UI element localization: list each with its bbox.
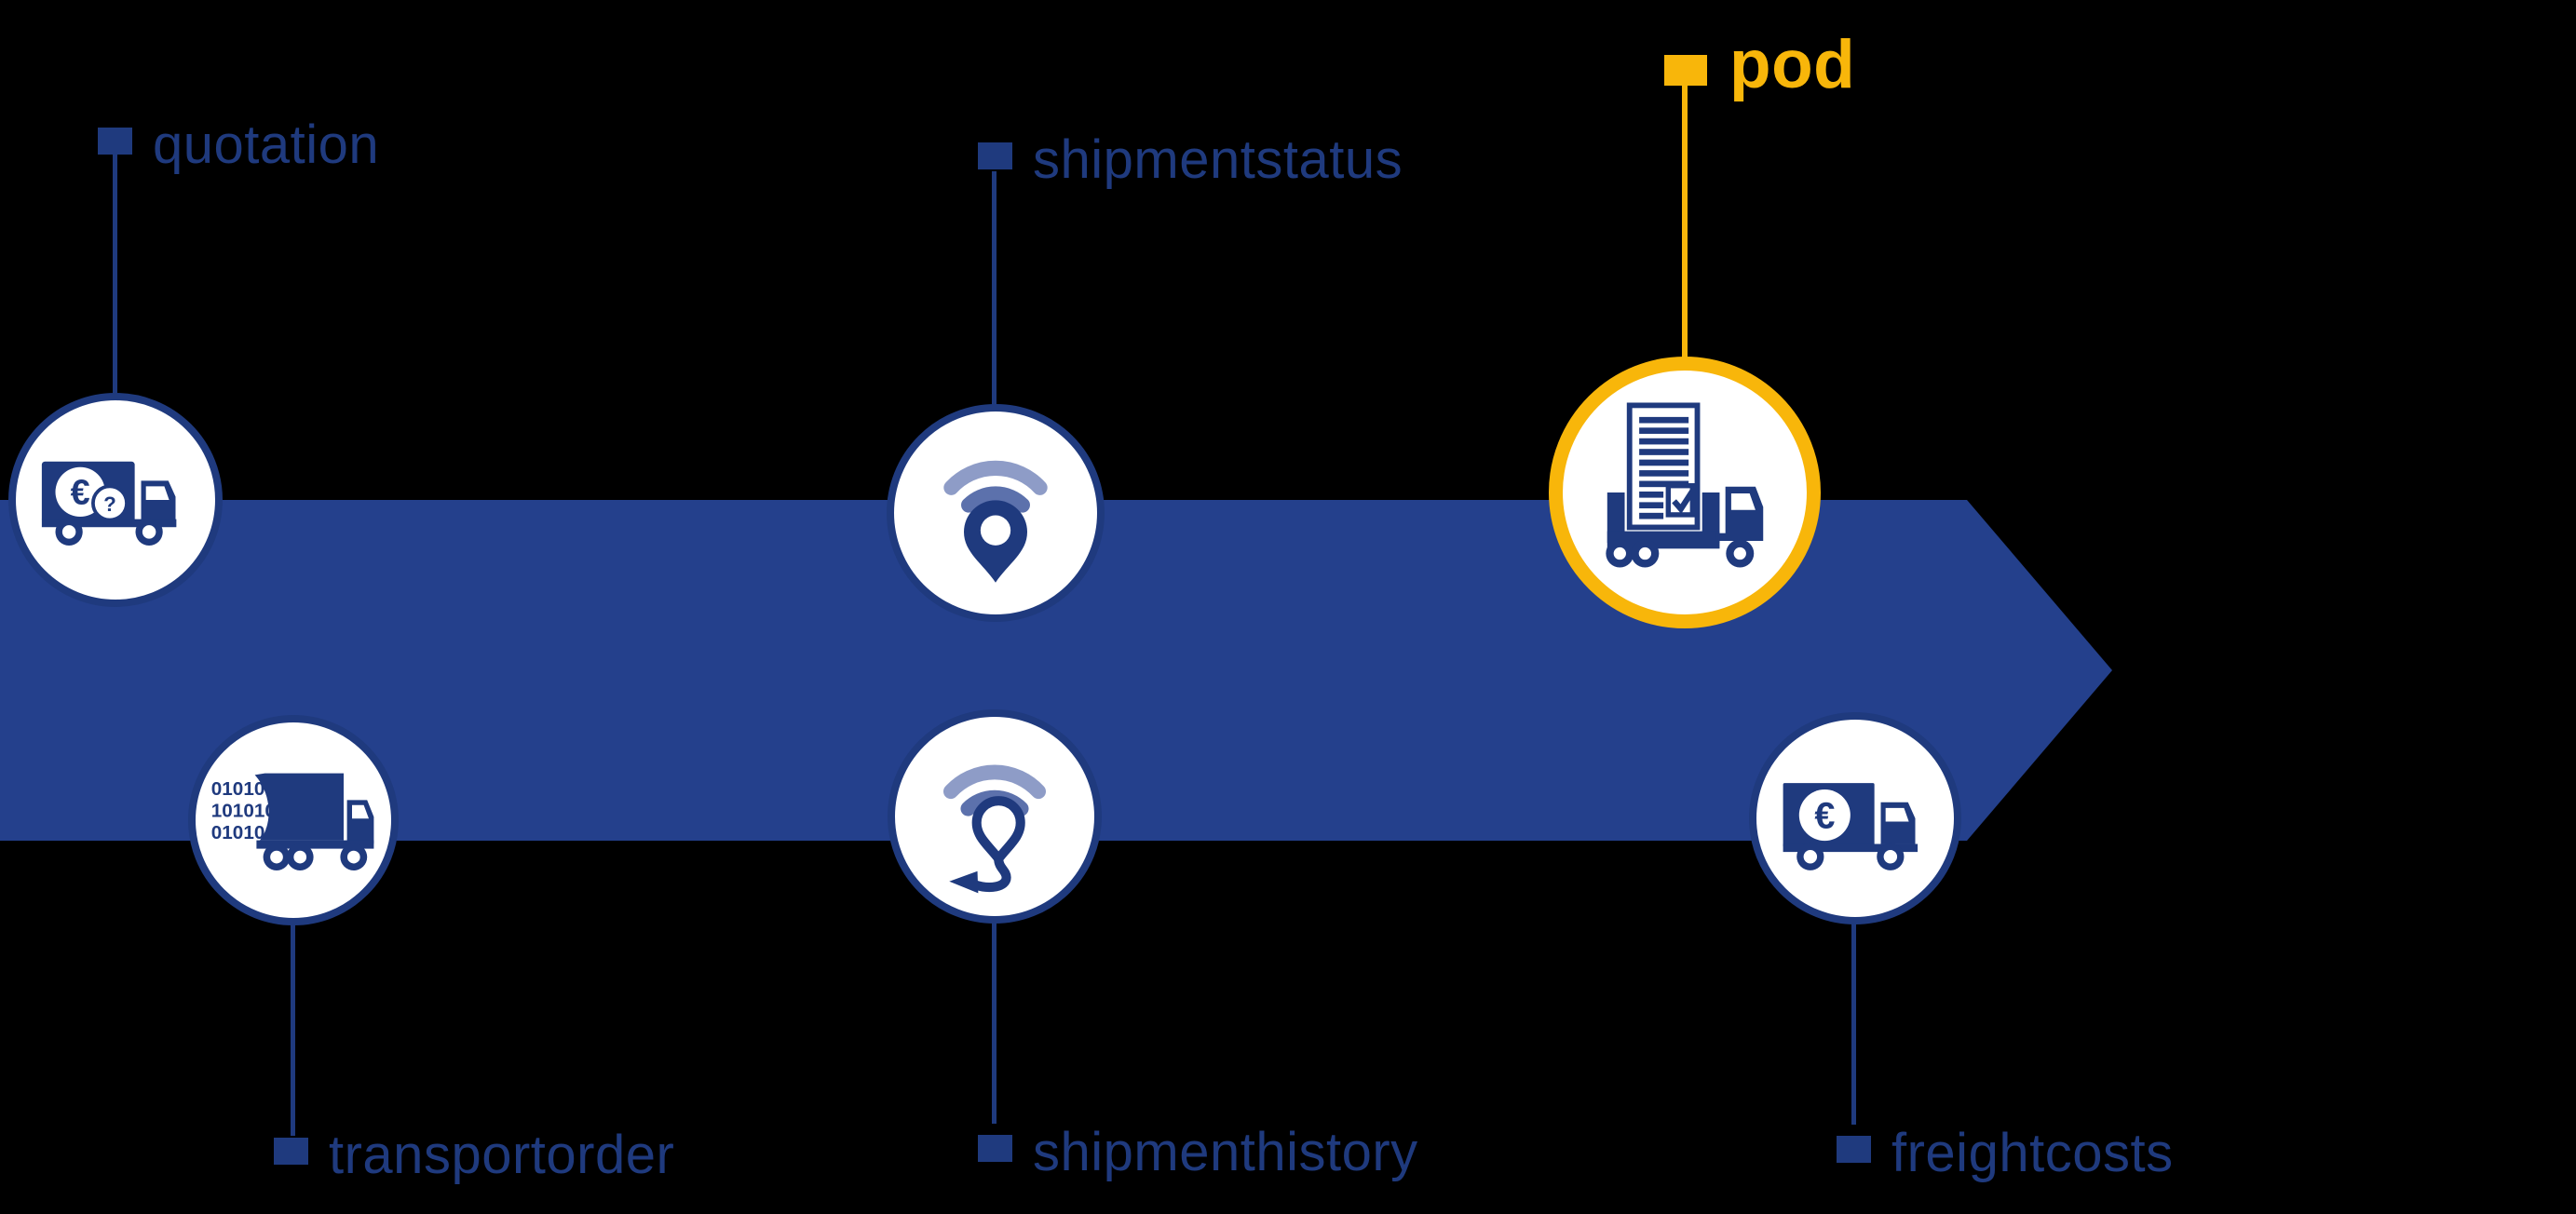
stage-circle-freightcosts: €	[1749, 712, 1961, 924]
square-bullet-icon	[978, 142, 1012, 169]
connector-line-quotation	[113, 154, 117, 396]
stage-circle-pod	[1549, 357, 1821, 628]
stage-label-shipmenthistory: shipmenthistory	[978, 1126, 1418, 1180]
square-bullet-icon	[1837, 1136, 1871, 1163]
stage-label-text: shipmenthistory	[1033, 1122, 1418, 1182]
question-symbol: ?	[103, 492, 116, 516]
stage-circle-quotation: € ?	[8, 393, 223, 607]
document-check-truck-icon	[1606, 402, 1764, 568]
stage-label-text: freightcosts	[1891, 1123, 2174, 1183]
square-bullet-icon	[978, 1135, 1012, 1162]
truck-euro-question-icon: € ?	[41, 461, 177, 546]
stage-circle-shipmentstatus	[887, 404, 1105, 622]
stage-label-text: transportorder	[329, 1125, 675, 1185]
square-bullet-icon	[98, 128, 132, 155]
stage-label-pod: pod	[1664, 31, 1855, 99]
stage-label-text: pod	[1729, 27, 1856, 102]
stage-label-text: quotation	[153, 115, 380, 175]
euro-symbol: €	[1814, 795, 1835, 836]
stage-label-text: shipmentstatus	[1033, 129, 1403, 190]
connector-line-shipmentstatus	[992, 171, 997, 407]
euro-symbol: €	[71, 473, 90, 512]
wifi-route-history-icon	[942, 764, 1047, 894]
stage-circle-transportorder: 0101010 1010101 010101	[188, 715, 399, 925]
connector-line-freightcosts	[1851, 923, 1856, 1125]
connector-line-pod	[1682, 82, 1688, 359]
stage-label-quotation: quotation	[98, 118, 379, 172]
binary-data-truck-icon: 0101010 1010101 010101	[211, 773, 374, 870]
stage-circle-shipmenthistory	[888, 709, 1102, 924]
binary-line: 010101	[211, 822, 276, 843]
wifi-location-pin-icon	[943, 460, 1048, 583]
square-bullet-icon	[1664, 55, 1707, 86]
truck-euro-icon: €	[1783, 783, 1918, 870]
stage-label-freightcosts: freightcosts	[1837, 1126, 2174, 1180]
connector-line-transportorder	[291, 924, 295, 1136]
connector-line-shipmenthistory	[992, 922, 997, 1124]
stage-label-shipmentstatus: shipmentstatus	[978, 133, 1403, 187]
binary-line: 1010101	[211, 800, 287, 821]
stage-label-transportorder: transportorder	[274, 1128, 674, 1182]
square-bullet-icon	[274, 1138, 308, 1165]
